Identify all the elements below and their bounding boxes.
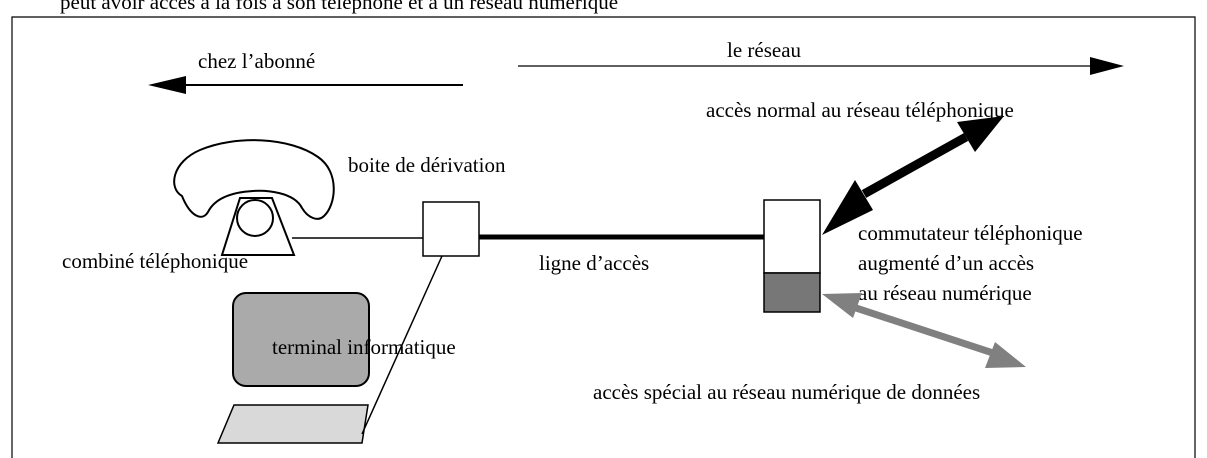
junction-box-label: boite de dérivation bbox=[348, 153, 506, 177]
network-side-arrowhead bbox=[1090, 57, 1124, 75]
special-access-arrowhead-right bbox=[985, 342, 1026, 368]
special-access-arrow-shaft bbox=[848, 302, 998, 358]
normal-access-label: accès normal au réseau téléphonique bbox=[706, 98, 1014, 122]
phone-label: combiné téléphonique bbox=[62, 249, 248, 273]
junction-box-icon bbox=[422, 201, 480, 257]
computer-terminal-icon bbox=[216, 292, 370, 444]
network-side-label: le réseau bbox=[727, 38, 802, 62]
switch-label-line3: au réseau numérique bbox=[858, 281, 1032, 305]
switch-label-line2: augmenté d’un accès bbox=[858, 251, 1034, 275]
diagram-frame bbox=[11, 16, 1196, 458]
telephone-switch-icon bbox=[763, 199, 821, 313]
subscriber-side-arrowhead bbox=[148, 76, 186, 94]
normal-access-arrow-shaft bbox=[861, 133, 969, 198]
subscriber-side-label: chez l’abonné bbox=[198, 49, 315, 73]
switch-label-line1: commutateur téléphonique bbox=[858, 221, 1083, 245]
normal-access-arrowhead-bottom bbox=[822, 180, 873, 235]
header-fragment: peut avoir acces a la fois a son telepho… bbox=[60, 0, 618, 14]
special-access-arrowhead-left bbox=[822, 293, 862, 318]
special-access-label: accès spécial au réseau numérique de don… bbox=[593, 380, 980, 404]
terminal-label: terminal informatique bbox=[272, 335, 456, 359]
normal-access-arrowhead-top bbox=[957, 116, 1004, 152]
telephone-handset-icon bbox=[173, 139, 335, 256]
terminal-wire bbox=[361, 255, 443, 435]
access-line-label: ligne d’accès bbox=[539, 251, 649, 275]
